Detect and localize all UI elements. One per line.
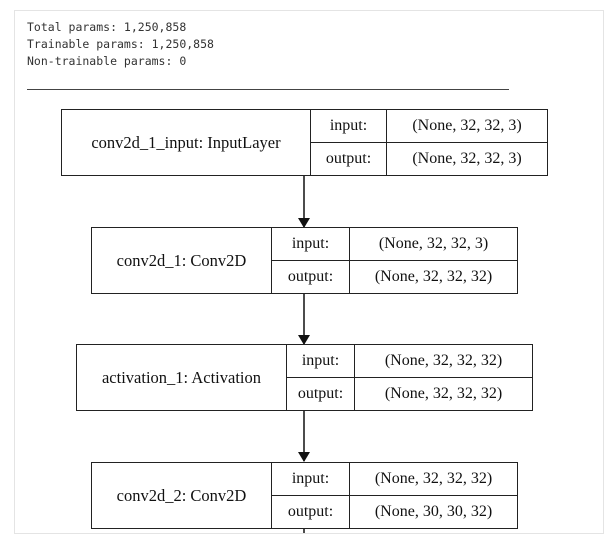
trainable-params: Trainable params: 1,250,858	[27, 37, 214, 51]
layer-node-conv2d-2: conv2d_2: Conv2D input: (None, 32, 32, 3…	[91, 462, 518, 529]
layer-name: conv2d_2: Conv2D	[92, 463, 272, 528]
input-shape: (None, 32, 32, 32)	[355, 345, 532, 378]
input-shape: (None, 32, 32, 3)	[350, 228, 517, 261]
output-shape: (None, 32, 32, 32)	[384, 384, 503, 402]
output-shape: (None, 30, 30, 32)	[374, 502, 493, 520]
layer-node-activation-1: activation_1: Activation input: (None, 3…	[76, 344, 533, 411]
output-label: output:	[287, 377, 355, 410]
input-shape: (None, 32, 32, 3)	[387, 110, 547, 143]
output-label: output:	[272, 260, 350, 293]
input-shape: (None, 32, 32, 32)	[350, 463, 517, 496]
input-label: input:	[287, 345, 355, 378]
layer-node-input: conv2d_1_input: InputLayer input: (None,…	[61, 109, 548, 176]
total-params: Total params: 1,250,858	[27, 20, 187, 34]
output-label: output:	[311, 142, 387, 175]
layer-name: activation_1: Activation	[77, 345, 287, 410]
input-label: input:	[272, 228, 350, 261]
layer-node-conv2d-1: conv2d_1: Conv2D input: (None, 32, 32, 3…	[91, 227, 518, 294]
layer-name: conv2d_1: Conv2D	[92, 228, 272, 293]
input-label: input:	[272, 463, 350, 496]
layer-name: conv2d_1_input: InputLayer	[62, 110, 311, 175]
input-label: input:	[311, 110, 387, 143]
separator-line	[27, 89, 509, 90]
output-shape: (None, 32, 32, 3)	[412, 149, 522, 167]
non-trainable-params: Non-trainable params: 0	[27, 54, 187, 68]
output-label: output:	[272, 495, 350, 528]
arrow-layer	[298, 176, 310, 533]
output-shape: (None, 32, 32, 32)	[374, 267, 493, 285]
